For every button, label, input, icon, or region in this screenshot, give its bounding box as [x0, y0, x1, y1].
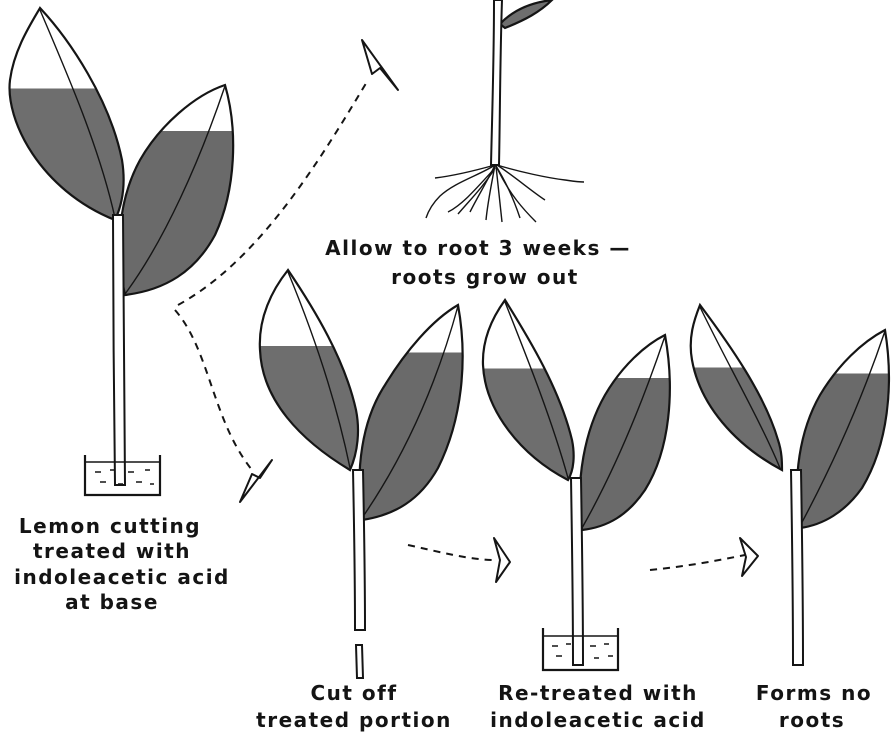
caption-rooted-line-1: Allow to root 3 weeks — — [325, 236, 631, 260]
treated-stem — [113, 215, 125, 485]
arrow-to-cut — [175, 310, 272, 502]
caption-treated-line-4: at base — [65, 590, 159, 614]
arrow-to-retreated — [408, 538, 510, 582]
caption-result: Forms no roots — [756, 681, 872, 732]
rooted-cutting — [426, 0, 584, 222]
arrow-to-result — [650, 538, 758, 576]
caption-cut: Cut off treated portion — [256, 681, 452, 732]
treated-right-leaf — [120, 85, 234, 295]
caption-treated-line-2: treated with — [33, 539, 191, 563]
rooted-stem — [491, 0, 502, 165]
caption-cut-line-1: Cut off — [310, 681, 397, 705]
treated-left-leaf — [10, 8, 124, 220]
cut-segment — [356, 645, 363, 678]
root-system — [426, 165, 584, 222]
caption-treated-line-1: Lemon cutting — [19, 514, 201, 538]
caption-result-line-2: roots — [779, 708, 845, 732]
caption-retreated-line-2: indoleacetic acid — [490, 708, 706, 732]
caption-retreated: Re-treated with indoleacetic acid — [490, 681, 706, 732]
caption-treated: Lemon cutting treated with indoleacetic … — [14, 514, 230, 614]
cut-right-leaf — [359, 305, 462, 520]
cut-stem — [353, 470, 365, 630]
caption-result-line-1: Forms no — [756, 681, 872, 705]
rooted-leaf — [500, 0, 552, 28]
caption-rooted: Allow to root 3 weeks — roots grow out — [325, 236, 631, 289]
caption-retreated-line-1: Re-treated with — [498, 681, 698, 705]
cut-cutting — [260, 270, 463, 678]
retreated-stem — [571, 478, 583, 665]
caption-rooted-line-2: roots grow out — [391, 265, 579, 289]
retreated-right-leaf — [580, 335, 670, 530]
result-stem — [791, 470, 803, 665]
result-cutting — [691, 305, 889, 665]
retreated-cutting — [483, 300, 670, 670]
caption-treated-line-3: indoleacetic acid — [14, 565, 230, 589]
treated-cutting — [10, 8, 234, 495]
caption-cut-line-2: treated portion — [256, 708, 452, 732]
result-left-leaf — [691, 305, 782, 470]
